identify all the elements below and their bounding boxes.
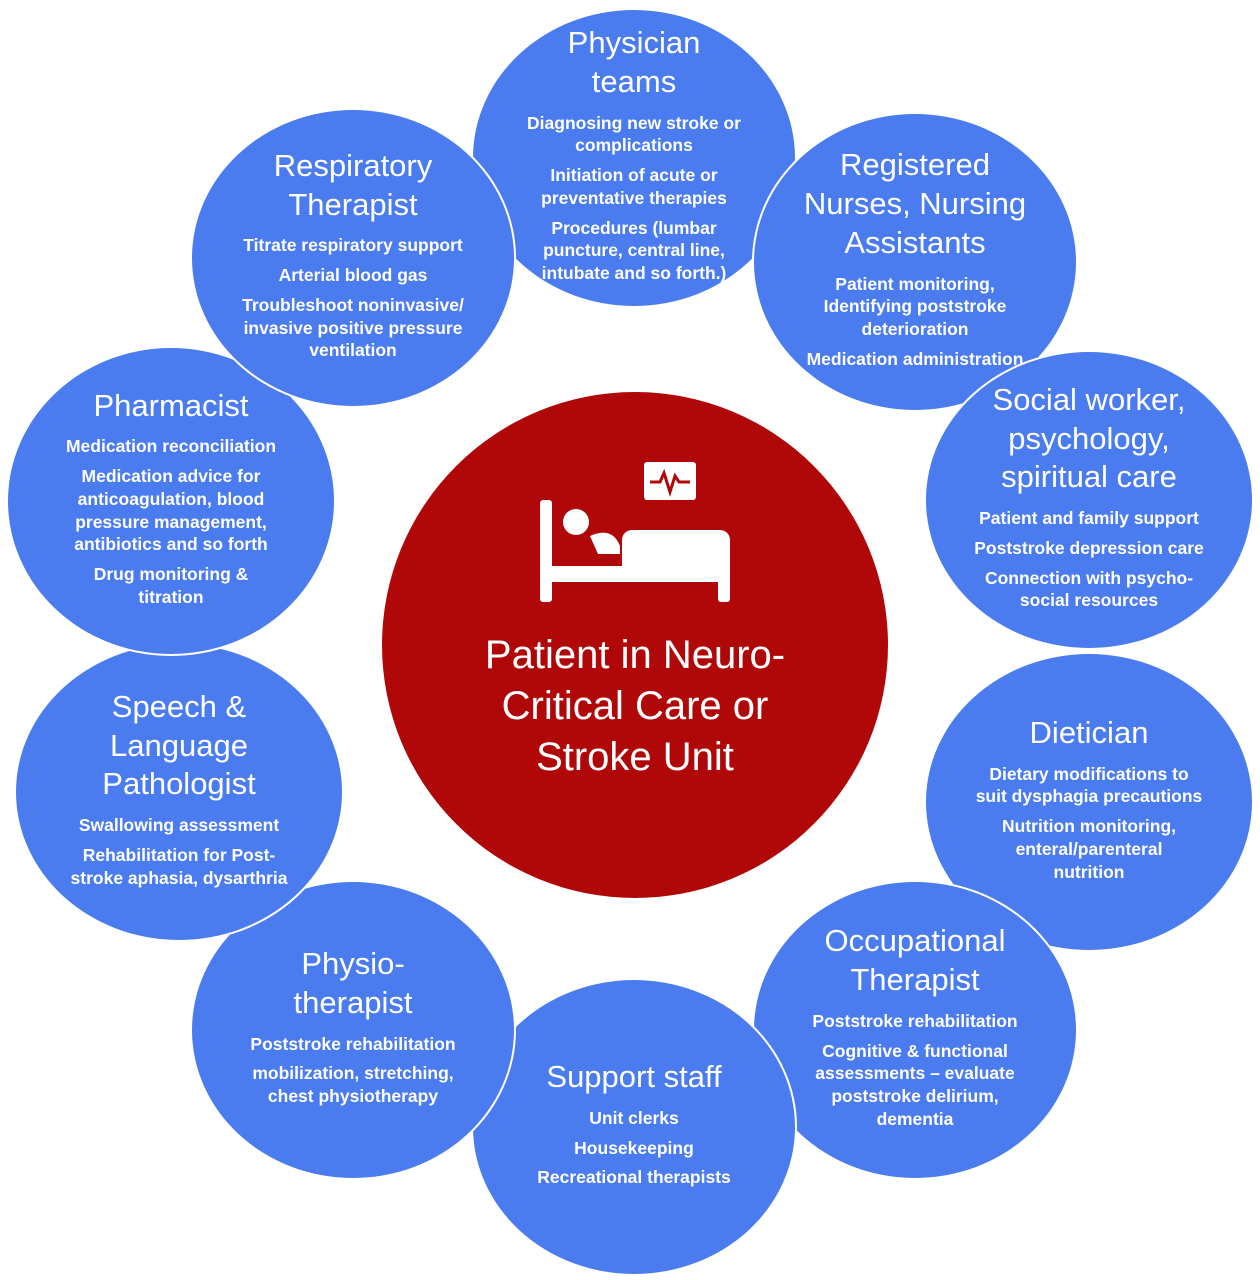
role-title: Pharmacist: [93, 387, 249, 423]
role-circle-physiotherapist: Physio- therapist Poststroke rehabilitat…: [190, 880, 516, 1180]
center-title: Patient in Neuro- Critical Care or Strok…: [484, 633, 786, 779]
role-title: Registered Nurses, Nursing Assistants: [803, 147, 1027, 260]
role-item: Initiation of acute or preventative ther…: [541, 165, 727, 208]
role-item: Swallowing assessment: [78, 815, 280, 835]
role-title: Speech & Language Pathologist: [102, 688, 256, 802]
role-item: Recreational therapists: [537, 1167, 731, 1188]
role-item: Unit clerks: [589, 1107, 679, 1128]
role-title: Dietician: [1029, 714, 1149, 750]
role-item: Patient and family support: [979, 508, 1199, 529]
role-item: Rehabilitation for Post-stroke aphasia, …: [70, 844, 288, 888]
role-item: Titrate respiratory support: [243, 235, 463, 256]
role-item: Nutrition monitoring, enteral/parenteral…: [1002, 816, 1176, 882]
role-title: Respiratory Therapist: [273, 147, 433, 222]
role-item: Cognitive & functional assessments – eva…: [815, 1040, 1015, 1129]
role-item: Procedures (lumbar puncture, central lin…: [541, 217, 727, 284]
role-title: Social worker, psychology, spiritual car…: [992, 381, 1186, 495]
role-item: Arterial blood gas: [278, 265, 428, 286]
role-item: Poststroke depression care: [974, 537, 1204, 558]
patient-center-circle: Patient in Neuro- Critical Care or Strok…: [382, 392, 888, 898]
role-circle-pharmacist: Pharmacist Medication reconciliation Med…: [6, 346, 336, 656]
role-item: Medication advice for anticoagulation, b…: [74, 466, 268, 555]
role-circle-physician-teams: Physician teams Diagnosing new stroke or…: [471, 8, 797, 308]
role-item: Poststroke rehabilitation: [250, 1033, 456, 1054]
role-item: Medication administration: [806, 348, 1024, 369]
role-item: mobilization, stretching, chest physioth…: [252, 1063, 454, 1107]
role-item: Connection with psycho-social resources: [984, 567, 1194, 611]
role-item: Patient monitoring, Identifying poststro…: [823, 273, 1007, 340]
role-circle-support-staff: Support staff Unit clerks Housekeeping R…: [471, 978, 797, 1276]
role-title: Support staff: [546, 1059, 722, 1094]
role-circle-occupational-therapist: Occupational Therapist Poststroke rehabi…: [752, 880, 1078, 1180]
role-item: Poststroke rehabilitation: [812, 1010, 1018, 1031]
role-item: Drug monitoring & titration: [93, 564, 249, 607]
role-circle-speech-language-pathologist: Speech & Language Pathologist Swallowing…: [14, 642, 344, 942]
role-item: Troubleshoot noninvasive/ invasive posit…: [242, 294, 464, 361]
role-item: Housekeeping: [574, 1137, 694, 1158]
role-item: Medication reconciliation: [65, 436, 277, 457]
role-title: Physio- therapist: [293, 946, 413, 1020]
role-item: Dietary modifications to suit dysphagia …: [975, 763, 1203, 807]
hospital-bed-monitor-icon: [540, 462, 730, 602]
role-item: Diagnosing new stroke or complications: [527, 112, 741, 156]
role-title: Physician teams: [567, 25, 701, 99]
role-circle-social-worker: Social worker, psychology, spiritual car…: [924, 350, 1254, 650]
role-circle-respiratory-therapist: Respiratory Therapist Titrate respirator…: [190, 108, 516, 408]
role-title: Occupational Therapist: [824, 923, 1006, 998]
